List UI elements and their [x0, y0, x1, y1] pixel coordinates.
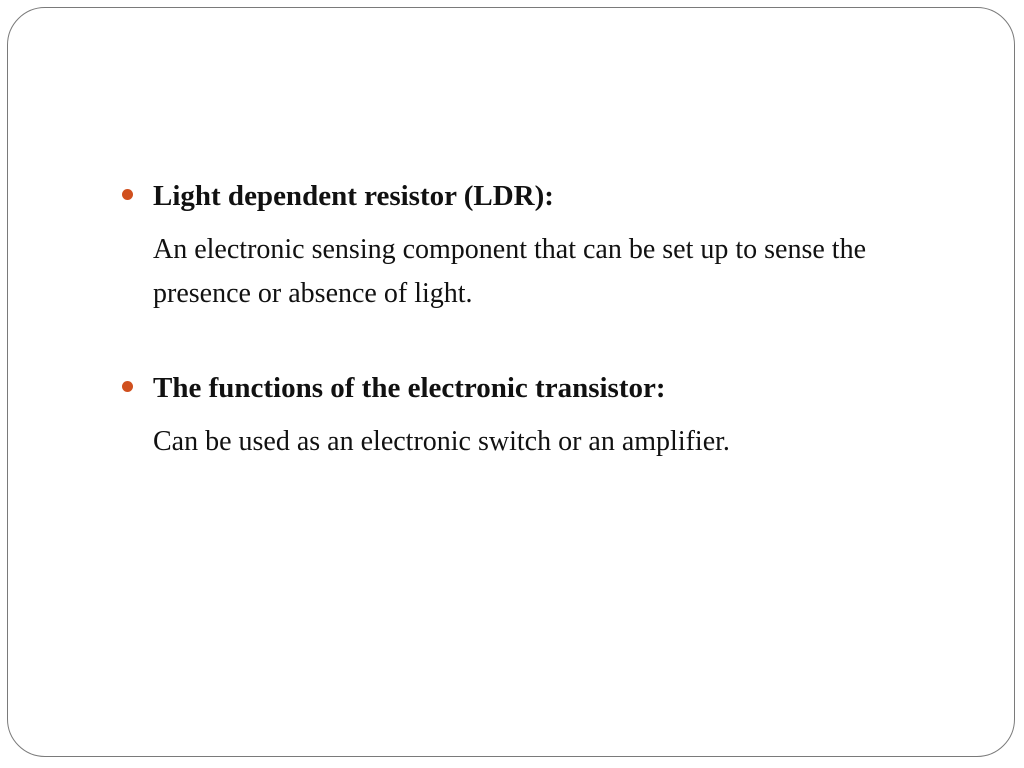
slide-frame: Light dependent resistor (LDR): An elect…: [7, 7, 1015, 757]
slide-content: Light dependent resistor (LDR): An elect…: [118, 176, 978, 464]
bullet-body: An electronic sensing component that can…: [153, 234, 867, 309]
bullet-body: Can be used as an electronic switch or a…: [153, 426, 730, 457]
bullet-heading: Light dependent resistor (LDR):: [153, 180, 554, 212]
bullet-item-transistor: The functions of the electronic transist…: [118, 368, 978, 464]
bullet-dot-icon: [122, 189, 133, 200]
bullet-dot-icon: [122, 381, 133, 392]
bullet-item-ldr: Light dependent resistor (LDR): An elect…: [118, 176, 978, 316]
bullet-heading: The functions of the electronic transist…: [153, 372, 666, 404]
